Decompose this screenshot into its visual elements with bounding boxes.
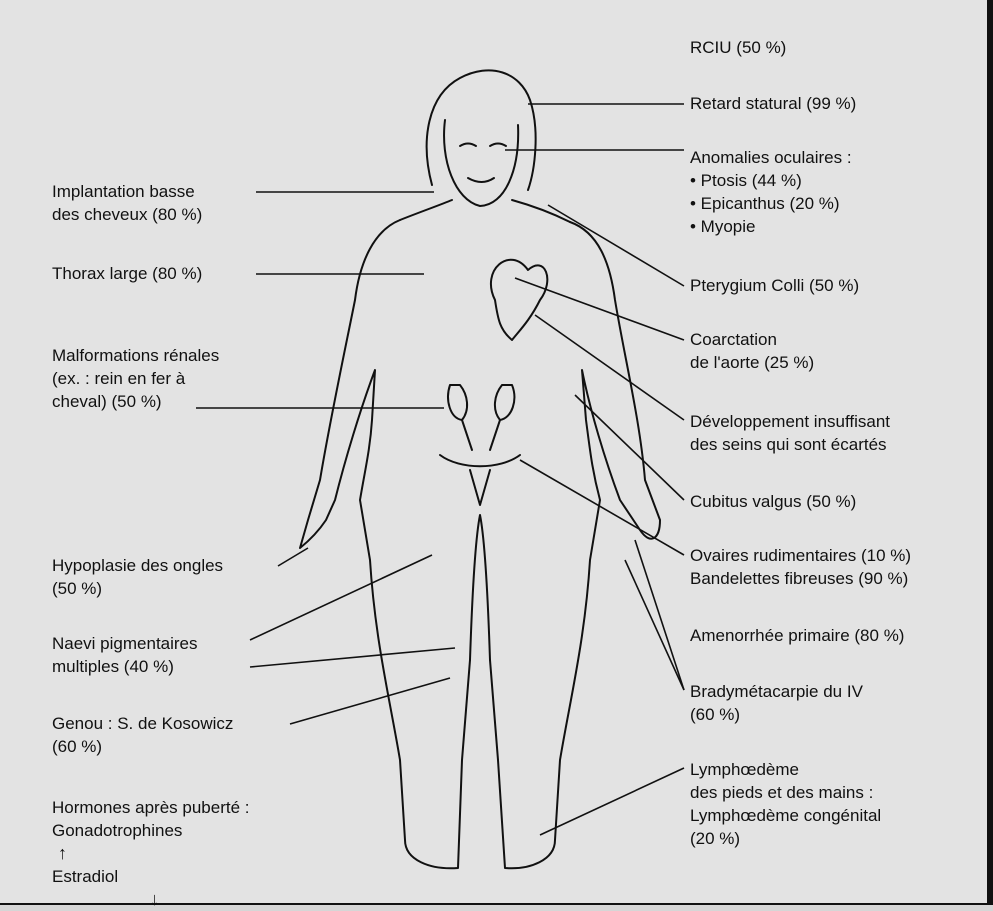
label-amenorrhee: Amenorrhée primaire (80 %) xyxy=(690,624,904,647)
crotch xyxy=(470,515,490,660)
label-lymphoedeme: Lymphœdème des pieds et des mains : Lymp… xyxy=(690,758,881,850)
label-implantation-cheveux: Implantation basse des cheveux (80 %) xyxy=(52,180,202,226)
leader-ongles xyxy=(278,548,308,566)
label-retard-statural: Retard statural (99 %) xyxy=(690,92,856,115)
label-thorax-large: Thorax large (80 %) xyxy=(52,262,202,285)
arrow-down-icon: ↓ xyxy=(150,888,250,911)
leader-naevi-2 xyxy=(250,648,455,667)
label-seins: Développement insuffisant des seins qui … xyxy=(690,410,890,456)
label-pterygium: Pterygium Colli (50 %) xyxy=(690,274,859,297)
body-right xyxy=(490,222,660,868)
kidney-right xyxy=(495,385,514,420)
eye-left xyxy=(460,144,476,147)
leader-naevi-1 xyxy=(250,555,432,640)
label-ovaires: Ovaires rudimentaires (10 %) Bandelettes… xyxy=(690,544,911,590)
label-anomalies-oculaires: Anomalies oculaires : • Ptosis (44 %) • … xyxy=(690,146,852,238)
leader-pterygium xyxy=(548,205,684,286)
label-hypoplasie-ongles: Hypoplasie des ongles (50 %) xyxy=(52,554,223,600)
label-rciu: RCIU (50 %) xyxy=(690,36,786,59)
arrow-up-icon: ↑ xyxy=(58,842,250,865)
heart xyxy=(491,260,547,340)
leader-cubitus xyxy=(575,395,684,500)
leader-ovaires xyxy=(520,460,684,555)
leader-coarctation xyxy=(515,278,684,340)
ureter-left xyxy=(462,420,472,450)
label-cubitus-valgus: Cubitus valgus (50 %) xyxy=(690,490,856,513)
leader-lymph xyxy=(540,768,684,835)
leader-brady xyxy=(635,540,684,690)
hair-outline xyxy=(427,70,536,190)
hormone-estradiol: Estradiol↓ xyxy=(52,865,250,911)
label-bradymetacarpie: Bradymétacarpie du IV (60 %) xyxy=(690,680,863,726)
kidney-left xyxy=(448,385,467,420)
body-left xyxy=(300,220,470,868)
label-coarctation: Coarctation de l'aorte (25 %) xyxy=(690,328,814,374)
neck-left xyxy=(400,200,452,220)
leader-seins xyxy=(535,315,684,420)
face-outline xyxy=(444,120,518,206)
leader-amenorrhee xyxy=(625,560,684,690)
label-hormones: Hormones après puberté : Gonadotrophines… xyxy=(52,796,250,911)
label-malformations-renales: Malformations rénales (ex. : rein en fer… xyxy=(52,344,219,413)
eye-right xyxy=(490,144,506,147)
neck-right xyxy=(512,200,570,222)
label-genou: Genou : S. de Kosowicz (60 %) xyxy=(52,712,233,758)
hormone-gonadotrophines: Gonadotrophines↑ xyxy=(52,819,250,865)
mouth xyxy=(468,178,494,182)
leader-genou xyxy=(290,678,450,724)
label-naevi: Naevi pigmentaires multiples (40 %) xyxy=(52,632,198,678)
ureter-right xyxy=(490,420,500,450)
uterus xyxy=(440,455,520,505)
